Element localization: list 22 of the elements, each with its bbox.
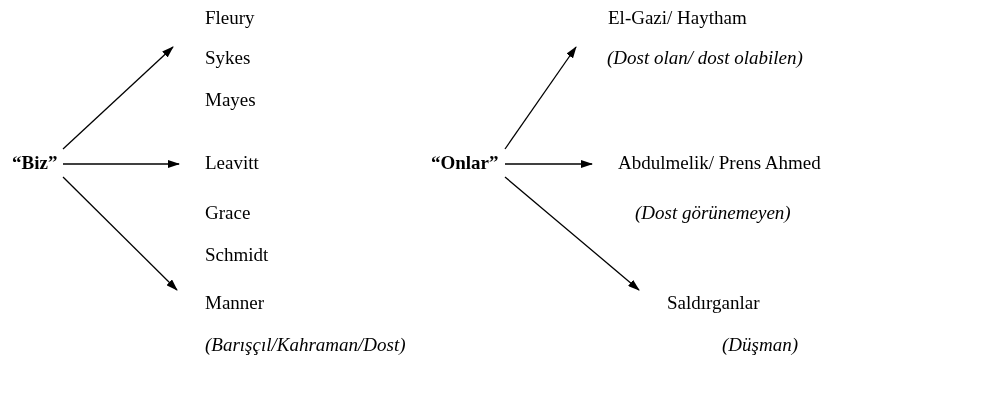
name-text: Sykes (205, 47, 251, 69)
arrow (62, 160, 180, 168)
name-text: Fleury (205, 7, 255, 29)
description-text: (Dost olan/ dost olabilen) (607, 47, 803, 69)
arrow (62, 46, 174, 150)
arrow (62, 176, 178, 291)
name-text: Grace (205, 202, 251, 224)
arrow (504, 176, 640, 291)
arrow (504, 46, 577, 150)
name-text: Mayes (205, 89, 256, 111)
group-heading: “Onlar” (431, 152, 499, 174)
group-heading: “Biz” (12, 152, 58, 174)
name-text: Manner (205, 292, 265, 314)
description-text: (Barışçıl/Kahraman/Dost) (205, 334, 406, 356)
name-text: Saldırganlar (667, 292, 760, 314)
arrow (504, 160, 593, 168)
description-text: (Düşman) (722, 334, 798, 356)
name-text: Abdulmelik/ Prens Ahmed (618, 152, 821, 174)
name-text: Schmidt (205, 244, 269, 266)
name-text: El-Gazi/ Haytham (608, 7, 747, 29)
name-text: Leavitt (205, 152, 259, 174)
description-text: (Dost görünemeyen) (635, 202, 791, 224)
